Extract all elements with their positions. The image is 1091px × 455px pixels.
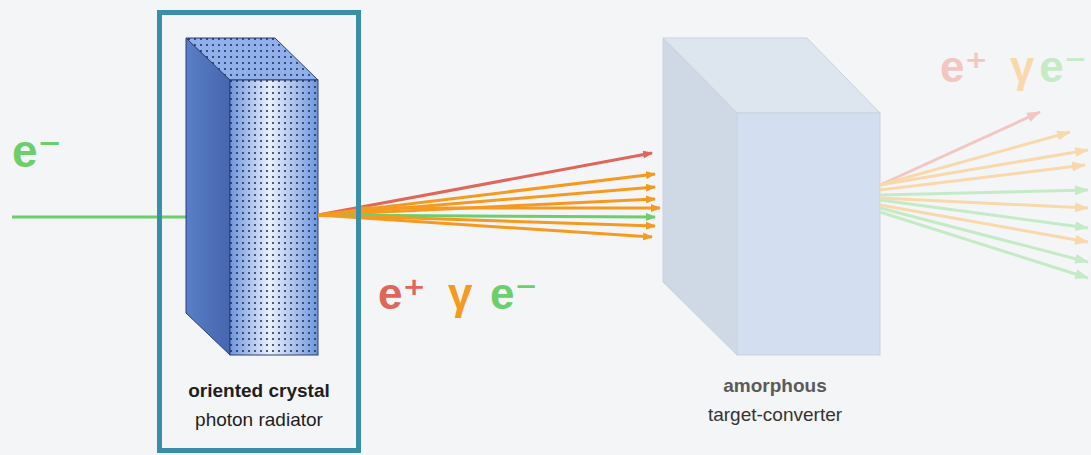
faded-particle-symbol: γ [1010, 45, 1034, 89]
photon-beam-connector [361, 207, 660, 210]
particle-symbol: γ [448, 272, 472, 316]
faded-particle-symbol: e⁻ [1039, 45, 1087, 89]
node-subtitle: target-converter [708, 401, 842, 430]
target-converter: amorphoustarget-converter [660, 35, 890, 443]
faded-particle-symbol: e⁺ [940, 45, 988, 89]
particle-symbol: e⁻ [490, 272, 538, 316]
node-subtitle: photon radiator [195, 406, 323, 435]
node-heading: amorphous [723, 372, 826, 401]
crystal-frame: oriented crystalphoton radiator [157, 10, 361, 453]
particle-symbol: e⁺ [378, 272, 426, 316]
incoming-particle: e⁻ [12, 128, 62, 174]
node-heading: oriented crystal [188, 377, 330, 406]
